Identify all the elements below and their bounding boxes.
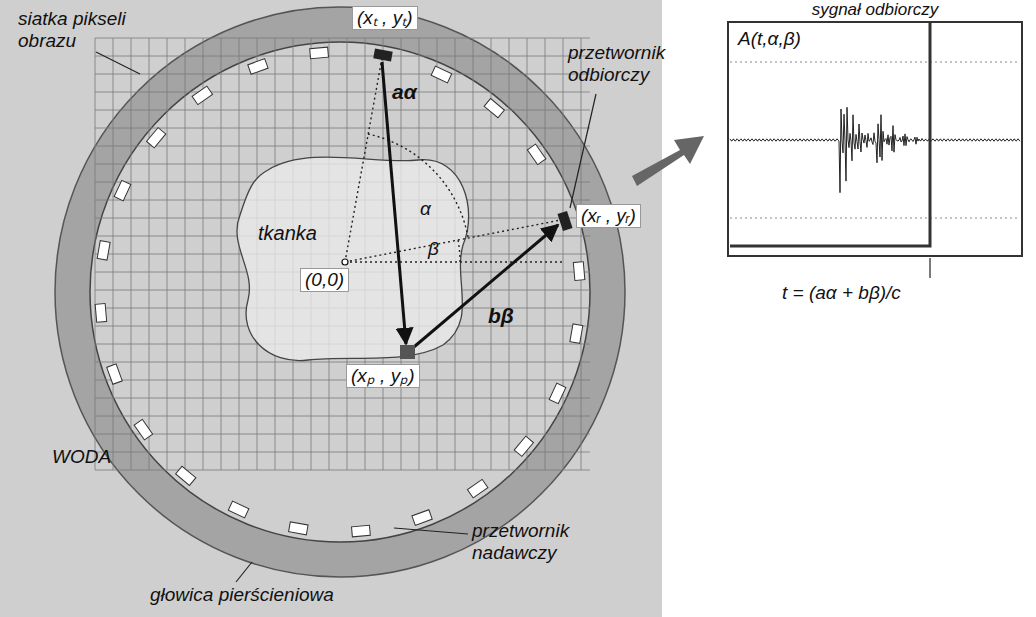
signal-gridline xyxy=(730,62,1020,63)
grid-line xyxy=(95,362,590,363)
coordinate-label: (0,0) xyxy=(300,268,349,292)
grid-line xyxy=(95,470,590,471)
medium-label: WODA xyxy=(52,446,111,468)
signal-panel: sygnał odbiorczyA(t,α,β) xyxy=(727,0,1023,258)
signal-frame xyxy=(728,22,1022,256)
panel-heading: sygnał odbiorczy xyxy=(812,0,939,20)
transducer-element xyxy=(352,525,371,537)
grid-line xyxy=(95,56,590,57)
receiver-element xyxy=(557,211,572,231)
grid-line xyxy=(95,434,590,435)
signal-name: A(t,α,β) xyxy=(735,28,804,50)
transducer-element xyxy=(176,466,196,485)
caption-text: przetwornik odbiorczy xyxy=(568,42,690,86)
grid-line xyxy=(95,74,590,75)
transducer-element xyxy=(97,241,110,260)
transducer-element xyxy=(431,66,452,83)
transducer-element xyxy=(527,144,546,164)
caption-text: siatka pikseli obrazu xyxy=(18,8,130,52)
vector-label: aα xyxy=(392,80,417,104)
transducer-element xyxy=(228,501,249,518)
time-gate xyxy=(730,22,930,246)
transducer-element xyxy=(289,522,308,535)
water-ground xyxy=(0,0,662,617)
transducer-element xyxy=(484,99,504,118)
ring-inner xyxy=(90,42,590,542)
leader-line xyxy=(236,562,252,582)
grid-line xyxy=(95,146,590,147)
coordinate-label: (xₚ , yₚ) xyxy=(346,364,420,388)
angle-label: α xyxy=(420,198,431,220)
leader-line xyxy=(570,94,596,208)
signal-gridline xyxy=(730,218,1020,219)
leader-line xyxy=(929,258,930,278)
transducer-element xyxy=(107,364,123,384)
transducer-element xyxy=(134,419,153,439)
transmitter-element xyxy=(373,49,392,62)
signal-trace xyxy=(730,107,1020,192)
transducer-element xyxy=(95,304,107,323)
grid-line xyxy=(95,380,590,381)
coordinate-label: (xᵣ , yᵣ) xyxy=(576,204,641,228)
angle-label: β xyxy=(428,238,439,260)
pixel-grid xyxy=(95,38,590,470)
transducer-element xyxy=(573,262,585,281)
transducer-element xyxy=(467,479,487,498)
transducer-element xyxy=(310,47,329,59)
grid-line xyxy=(95,416,590,417)
grid-line xyxy=(95,92,590,93)
tissue-region: tkanka xyxy=(228,150,478,365)
tissue-region-shape xyxy=(228,150,478,365)
transducer-element xyxy=(192,86,212,105)
leader-line xyxy=(96,52,140,74)
transducer-element xyxy=(549,383,566,404)
grid-line xyxy=(95,38,590,39)
tissue-outline xyxy=(237,157,469,360)
grid-line xyxy=(95,398,590,399)
transducer-element xyxy=(114,180,131,201)
caption-text: głowica pierścieniowa xyxy=(150,584,334,606)
transducer-element xyxy=(514,436,533,456)
flow-arrow xyxy=(632,136,704,186)
grid-line xyxy=(95,128,590,129)
grid-line xyxy=(95,110,590,111)
coordinate-label: (xₜ , yₜ) xyxy=(352,6,418,30)
transducer-element xyxy=(147,128,166,148)
transducer-element xyxy=(570,324,583,343)
leader-line xyxy=(394,528,468,534)
ring-head xyxy=(55,7,625,577)
caption-text: przetwornik nadawczy xyxy=(472,520,602,564)
transducers xyxy=(95,47,585,537)
transducer-element xyxy=(248,59,268,75)
formula-label: t = (aα + bβ)/c xyxy=(782,282,901,304)
tissue-label: tkanka xyxy=(258,222,317,245)
transducer-element xyxy=(412,510,432,526)
vector-label: bβ xyxy=(488,304,514,328)
